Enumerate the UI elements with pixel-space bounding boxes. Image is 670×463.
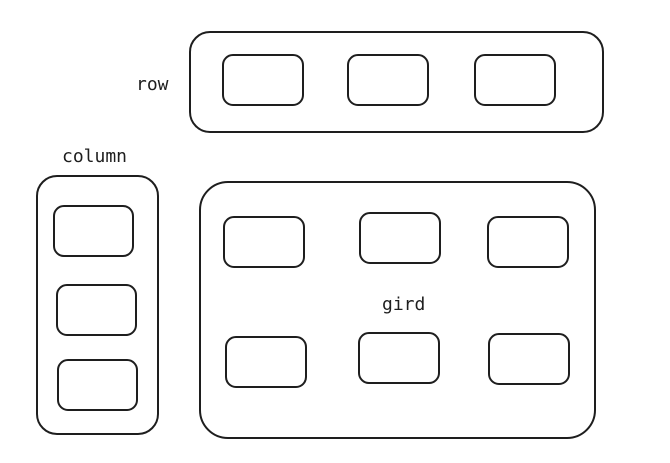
grid-item-2 <box>359 212 441 264</box>
column-container <box>36 175 159 435</box>
grid-item-3 <box>487 216 569 268</box>
row-label: row <box>136 74 169 95</box>
grid-item-4 <box>225 336 307 388</box>
grid-label: gird <box>382 294 426 315</box>
grid-item-1 <box>223 216 305 268</box>
grid-container-group <box>199 181 596 439</box>
grid-item-6 <box>488 333 570 385</box>
column-item-2 <box>56 284 137 336</box>
row-container-group <box>189 31 604 133</box>
row-container <box>189 31 604 133</box>
grid-container <box>199 181 596 439</box>
column-item-1 <box>53 205 134 257</box>
row-item-1 <box>222 54 304 106</box>
column-container-group <box>36 175 159 435</box>
grid-item-5 <box>358 332 440 384</box>
column-item-3 <box>57 359 138 411</box>
row-item-3 <box>474 54 556 106</box>
column-label: column <box>62 146 128 167</box>
row-item-2 <box>347 54 429 106</box>
